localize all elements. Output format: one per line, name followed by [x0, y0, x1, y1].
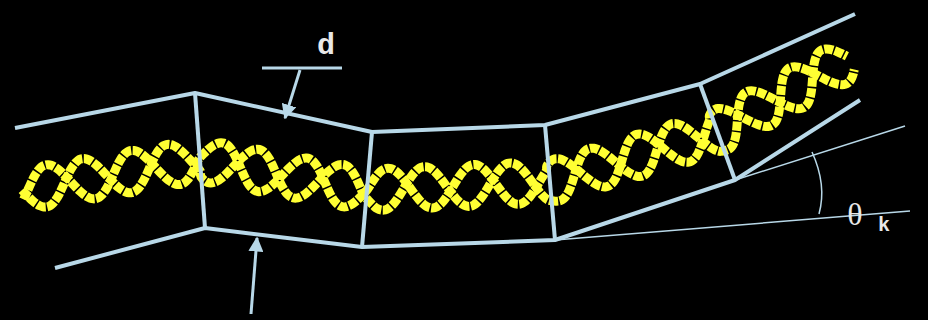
segment-joint — [362, 132, 372, 247]
angle-symbol: θ — [847, 198, 862, 230]
leader-arrow — [251, 238, 257, 314]
segment-top-border — [15, 14, 855, 132]
segment-joint — [195, 93, 205, 228]
segment-joint — [545, 125, 555, 240]
dimension-bar — [262, 67, 342, 70]
leader-arrow — [285, 70, 300, 118]
segment-joint — [700, 84, 735, 180]
angle-construction — [555, 126, 910, 240]
dimension-label: d — [317, 31, 335, 61]
angle-arc — [812, 152, 822, 214]
segment-chain — [15, 14, 860, 268]
dna-strand — [24, 67, 855, 208]
angle-subscript: k — [878, 216, 890, 236]
segment-bottom-border — [55, 100, 860, 268]
leaders — [251, 68, 342, 314]
reference-line — [735, 126, 905, 180]
